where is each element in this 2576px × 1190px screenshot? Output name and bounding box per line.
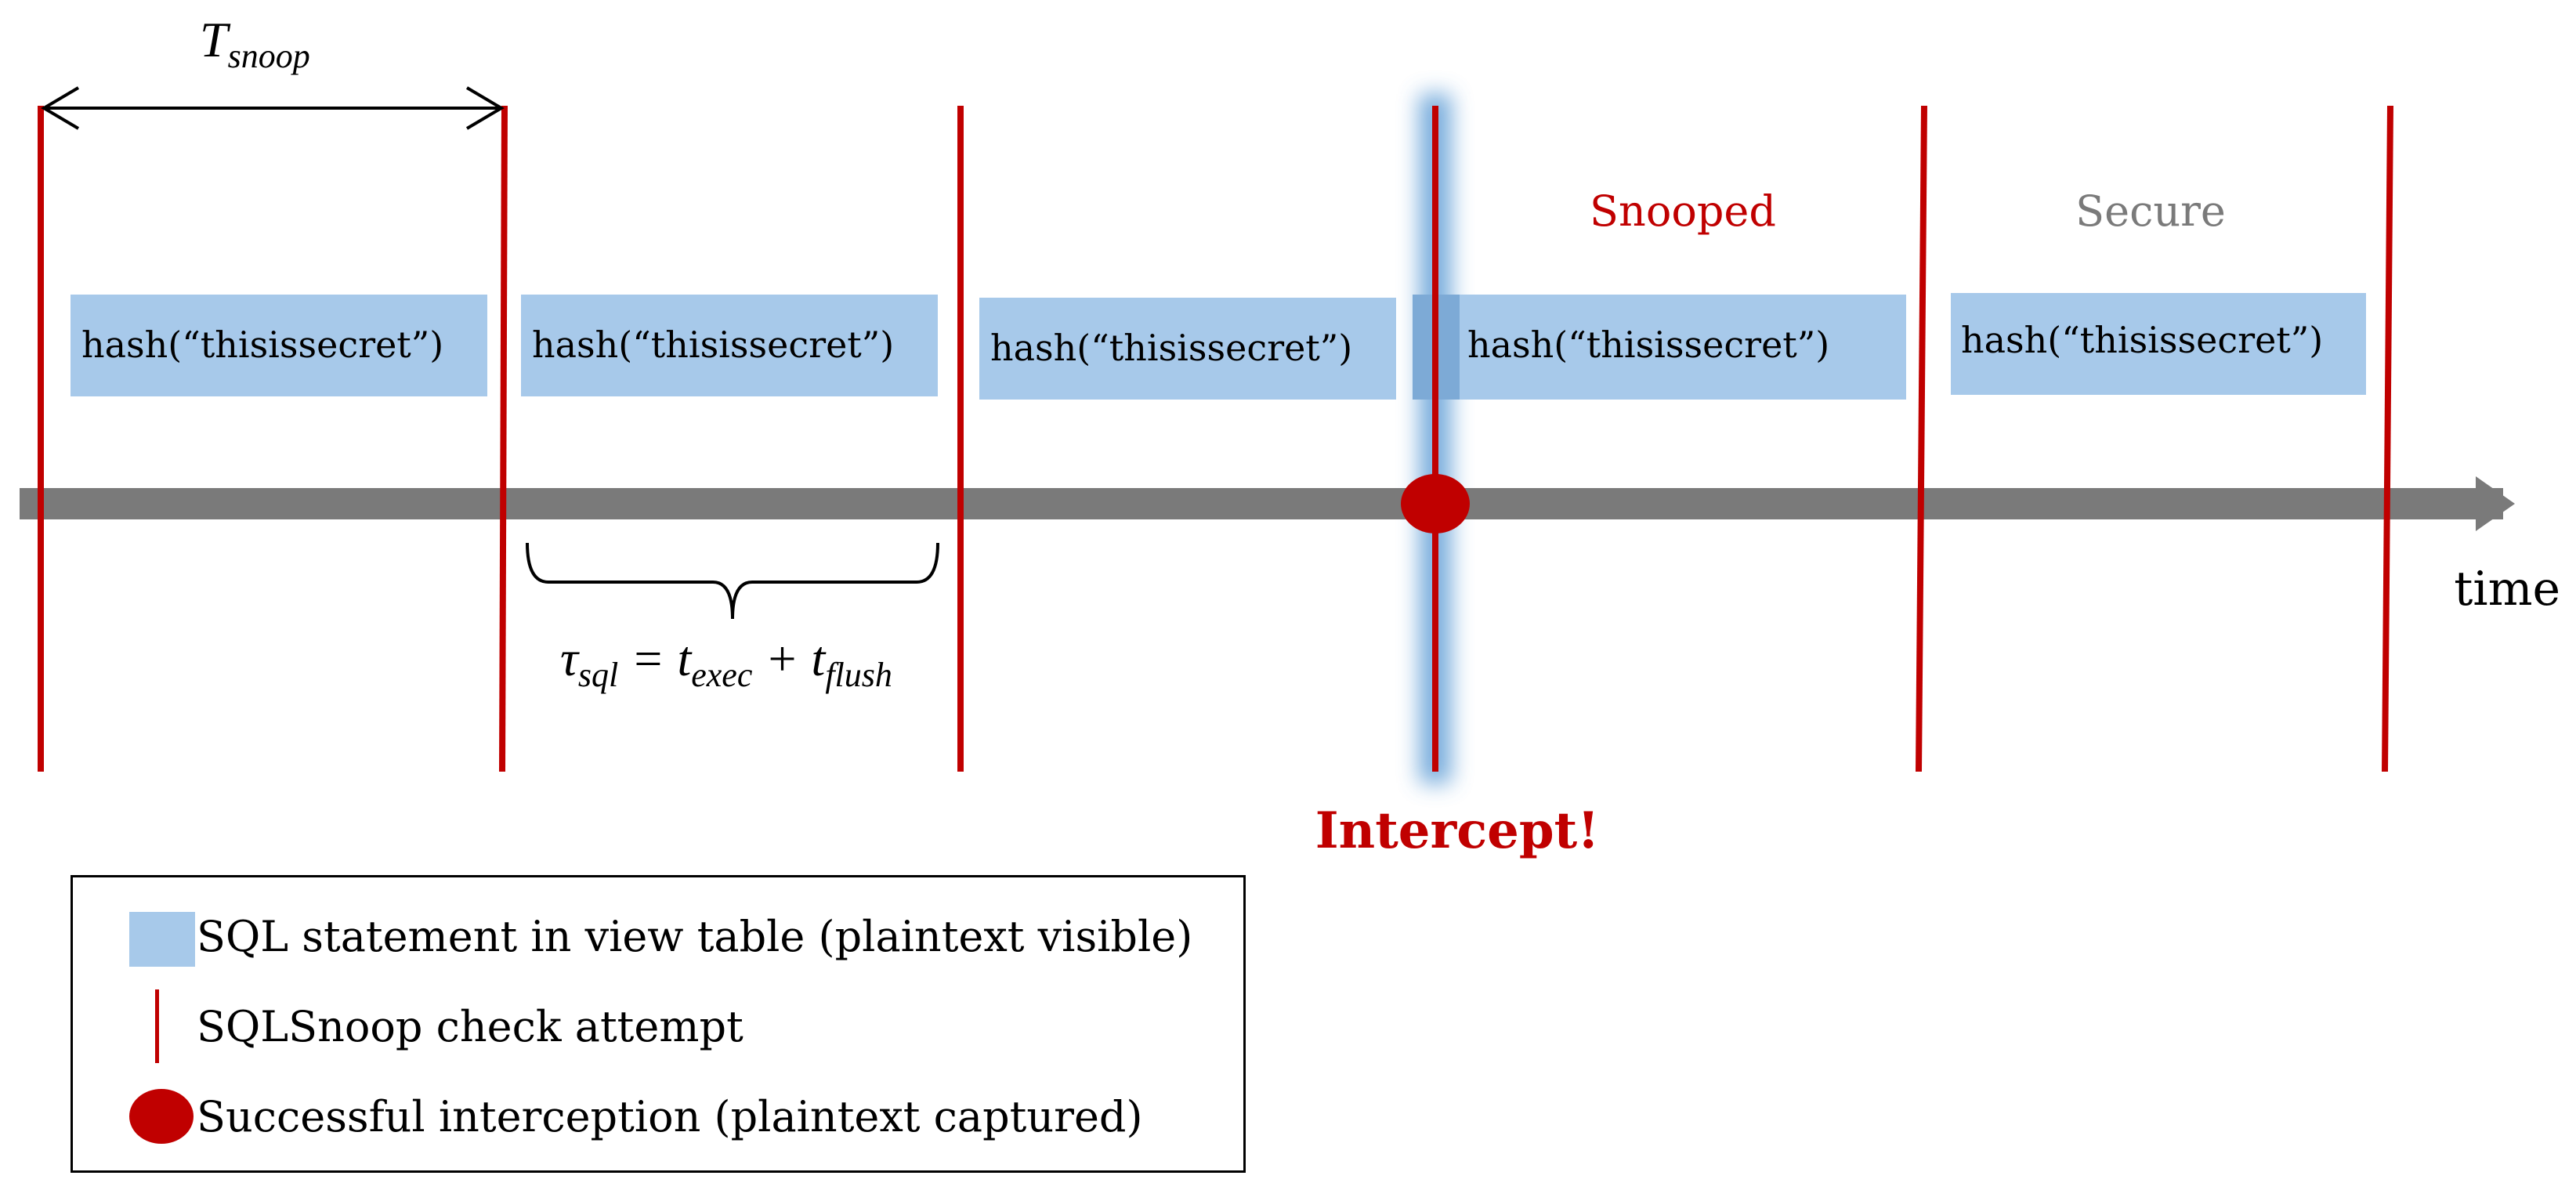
check-line-6 — [2382, 105, 2393, 772]
legend-label-statement: SQL statement in view table (plaintext v… — [197, 911, 1193, 961]
duration-equation: τsql = texec + tflush — [560, 631, 892, 694]
legend-label-check: SQLSnoop check attempt — [197, 1001, 743, 1051]
period-arrow-left-head — [41, 86, 80, 130]
eq-t-exec-sub: exec — [691, 656, 753, 694]
statement-text-4: hash(“thisissecret”) — [1467, 324, 1829, 366]
statement-box-5 — [1951, 293, 2366, 395]
statement-box-4 — [1413, 295, 1906, 400]
axis-label-time: time — [2454, 562, 2560, 617]
eq-t-flush-sub: flush — [825, 656, 892, 694]
period-label: Tsnoop — [200, 12, 310, 75]
duration-brace — [526, 542, 939, 620]
status-secure: Secure — [2075, 186, 2226, 236]
statement-labels: hash(“thisissecret”) hash(“thisissecret”… — [81, 319, 2323, 369]
statement-text-3: hash(“thisissecret”) — [990, 327, 1352, 369]
eq-tau: τ — [560, 631, 580, 686]
red-dot-icon — [73, 1081, 194, 1152]
period-label-main: T — [200, 12, 231, 67]
check-line-5 — [1916, 105, 1927, 772]
statement-box-1 — [71, 295, 487, 396]
statement-box-3 — [979, 298, 1396, 400]
period-label-sub: snoop — [228, 37, 310, 75]
eq-equals: = — [618, 631, 677, 686]
status-snooped: Snooped — [1590, 186, 1776, 236]
statement-text-5: hash(“thisissecret”) — [1961, 319, 2323, 361]
red-line-icon — [73, 989, 167, 1063]
statement-text-1: hash(“thisissecret”) — [81, 324, 443, 366]
axis-bar — [20, 488, 2503, 519]
legend-item-interception: Successful interception (plaintext captu… — [73, 1081, 1143, 1152]
check-line-2 — [499, 105, 508, 772]
eq-tau-sub: sql — [578, 656, 618, 694]
eq-t-flush: t — [812, 631, 827, 686]
intercept-label: Intercept! — [1315, 801, 1600, 860]
period-arrow — [41, 86, 505, 130]
legend-item-check: SQLSnoop check attempt — [73, 989, 743, 1063]
axis-arrowhead — [2476, 476, 2515, 531]
legend-label-interception: Successful interception (plaintext captu… — [197, 1091, 1143, 1141]
interception-dot — [1401, 474, 1470, 534]
statement-text-2: hash(“thisissecret”) — [532, 324, 894, 366]
statement-box-2 — [521, 295, 938, 396]
period-arrow-right-head — [465, 86, 505, 130]
blue-square-icon — [73, 901, 195, 971]
time-axis — [20, 476, 2515, 531]
check-lines — [38, 105, 2393, 772]
eq-t-exec: t — [677, 631, 693, 686]
legend-item-statement: SQL statement in view table (plaintext v… — [73, 901, 1192, 971]
statement-blocks — [71, 293, 2366, 400]
eq-plus: + — [752, 631, 811, 686]
legend: SQL statement in view table (plaintext v… — [71, 875, 1246, 1173]
